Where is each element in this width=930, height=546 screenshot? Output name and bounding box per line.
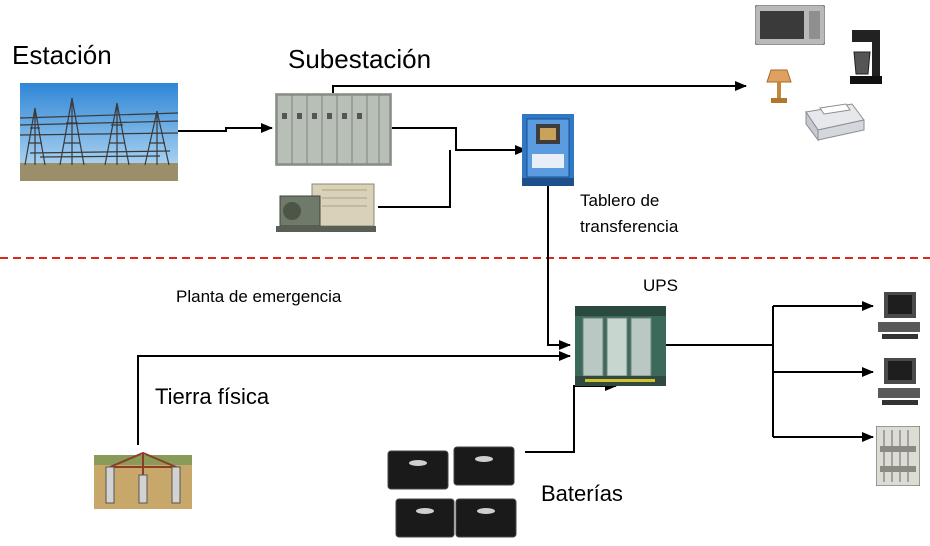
- computer-icon-2: [876, 358, 922, 406]
- arrow-estacion-subestacion: [178, 123, 273, 133]
- power-station-image: [19, 83, 179, 181]
- ups-cabinet-image: [575, 306, 666, 386]
- arrow-tablero-ups: [547, 186, 571, 350]
- label-tierra: Tierra física: [155, 384, 270, 409]
- batteries-image: [386, 445, 522, 541]
- label-estacion: Estación: [12, 40, 112, 70]
- computer-icon-1: [876, 292, 922, 340]
- coffee-maker-icon: [848, 30, 884, 84]
- arrow-subestacion-appliances: [332, 81, 747, 93]
- label-tablero-line2: transferencia: [580, 217, 679, 236]
- microwave-icon: [754, 4, 826, 46]
- printer-icon: [800, 94, 866, 144]
- label-ups: UPS: [643, 276, 678, 295]
- transfer-switch-image: [522, 114, 574, 186]
- label-planta: Planta de emergencia: [176, 287, 342, 306]
- label-subestacion: Subestación: [288, 44, 432, 74]
- substation-cabinet-image: [275, 93, 392, 166]
- rack-server-icon: [875, 425, 921, 487]
- label-tablero-line1: Tablero de: [580, 191, 660, 210]
- line-planta-tablero: [378, 150, 451, 208]
- arrow-tierra-ups: [137, 351, 571, 445]
- label-baterias: Baterías: [541, 481, 623, 506]
- arrow-baterias-ups: [525, 381, 617, 453]
- ground-rods-image: [94, 445, 192, 509]
- lamp-icon: [766, 68, 792, 104]
- generator-image: [272, 178, 378, 238]
- arrow-subestacion-tablero: [392, 127, 527, 155]
